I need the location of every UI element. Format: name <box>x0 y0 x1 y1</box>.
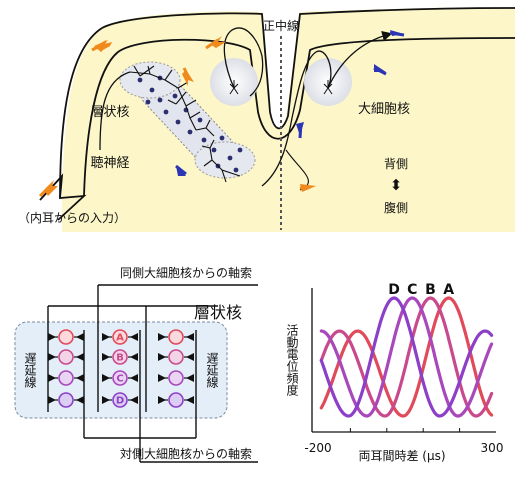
curve-D <box>319 296 494 418</box>
magno-left-axon <box>223 27 264 97</box>
auditory-nerve <box>39 173 87 221</box>
blue-stem-4 <box>175 164 187 176</box>
neuron-label-B: B <box>116 353 124 364</box>
delay-line-right: 遅延線 <box>205 352 219 388</box>
laminaris-axons <box>129 65 241 183</box>
contra-axon-label: 対側大細胞核からの軸索 <box>120 447 252 461</box>
curve-label-C: C <box>407 282 417 298</box>
neuron-A <box>112 329 128 345</box>
magno-label: 大細胞核 <box>358 102 410 117</box>
orange-stem-4 <box>182 67 192 81</box>
ud-arrow-icon: ⬍ <box>390 176 403 194</box>
neuron-C <box>112 370 128 386</box>
neuron-B <box>112 349 128 365</box>
arrow-orange-3 <box>210 36 226 48</box>
chart-xlabel: 両耳間時差 (µs) <box>358 449 445 463</box>
delay-line-left: 遅延線 <box>23 352 37 388</box>
neuron-B <box>168 349 184 365</box>
neuron-label-A: A <box>116 333 124 344</box>
blue-stem-1 <box>389 31 405 37</box>
circuit-title: 層状核 <box>194 303 242 322</box>
neuron-B <box>58 349 74 365</box>
magno-right-branch <box>327 30 393 89</box>
curve-label-D: D <box>388 282 400 298</box>
neuron-D <box>112 392 128 408</box>
neuron-C <box>58 370 74 386</box>
midline-label: 正中線 <box>263 18 299 33</box>
arrow-orange-5 <box>44 180 58 196</box>
neuron-label-C: C <box>116 374 123 385</box>
chart-ylabel: 活動電位頻度 <box>285 324 299 396</box>
ipsi-axon-label: 同側大細胞核からの軸索 <box>120 266 252 280</box>
neuron-A <box>58 329 74 345</box>
neuron-label-D: D <box>116 396 124 407</box>
x-tick-label: 300 <box>481 441 504 455</box>
orange-stem-5 <box>38 182 54 198</box>
chart-ticks: -200 300 <box>304 428 503 455</box>
neuron-C <box>168 370 184 386</box>
orange-stem-1 <box>91 42 105 52</box>
brainstem-panel: 正中線 層状核 大細胞核 聴神経 （内耳からの入力） 背側 ⬍ 腹側 <box>18 7 516 233</box>
brainstem-outline <box>59 7 516 199</box>
curve-A <box>319 296 494 418</box>
neuron-D <box>58 392 74 408</box>
auditory-nerve-label: 聴神経 <box>90 156 129 171</box>
laminaris-contra-field <box>194 141 256 179</box>
ipsi-axon-line <box>48 284 258 307</box>
brainstem-inner <box>83 37 516 197</box>
curve-B <box>319 296 494 418</box>
curve-label-A: A <box>443 282 454 298</box>
magno-right-axon <box>261 50 332 187</box>
laminaris-ipsi-field <box>119 61 181 99</box>
neuron-A <box>168 329 184 345</box>
curve-C <box>319 296 494 418</box>
input-fiber <box>99 71 131 151</box>
ventral-label: 腹側 <box>384 201 408 215</box>
brainstem-slice <box>62 7 515 233</box>
x-tick-label: -200 <box>304 441 331 455</box>
input-label: （内耳からの入力） <box>18 211 126 225</box>
neuron-D <box>168 392 184 408</box>
laminaris-label: 層状核 <box>90 105 129 120</box>
blue-stem-2 <box>373 66 387 76</box>
blue-stem-3 <box>298 122 303 139</box>
dorsal-label: 背側 <box>384 157 408 171</box>
curve-label-B: B <box>425 282 436 298</box>
orange-stem-3 <box>205 38 219 50</box>
